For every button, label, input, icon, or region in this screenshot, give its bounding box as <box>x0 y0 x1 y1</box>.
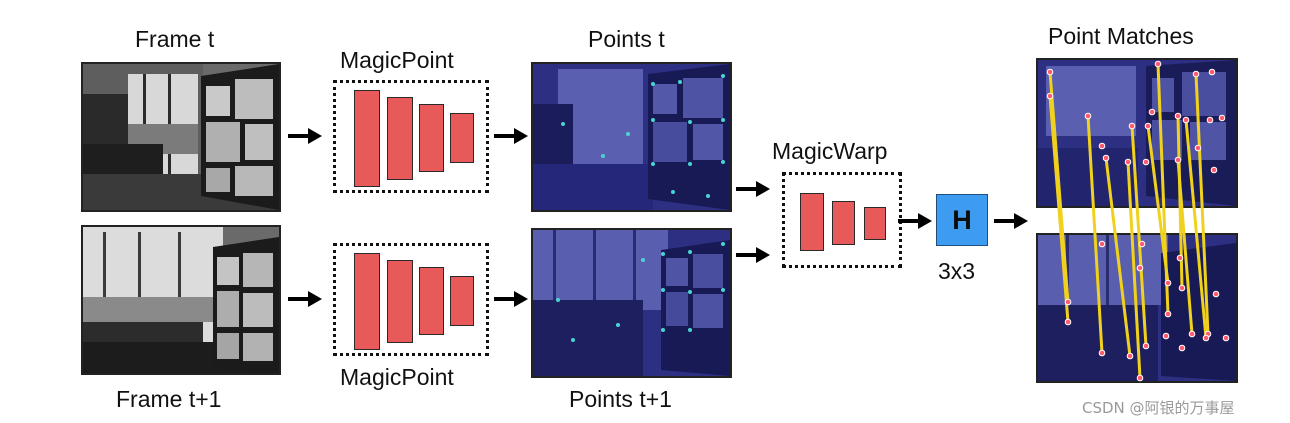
cnn-layer <box>800 193 824 251</box>
points-t1-heatmap <box>531 228 732 378</box>
frame-t-label: Frame t <box>135 26 215 52</box>
cnn-layer <box>419 104 444 172</box>
cnn-layer <box>864 207 886 240</box>
homography-size-label: 3x3 <box>938 258 976 284</box>
cnn-layer <box>354 253 380 350</box>
cnn-layer <box>419 267 444 335</box>
right-arrow-icon <box>494 291 528 307</box>
homography-symbol: H <box>952 204 972 235</box>
points-t-heatmap <box>531 62 732 212</box>
point-matches-label: Point Matches <box>1048 23 1194 49</box>
watermark: CSDN @阿银的万事屋 <box>1082 399 1235 417</box>
magicpoint-bottom-label: MagicPoint <box>340 364 454 390</box>
magicpoint-top-network <box>333 80 489 193</box>
point-matches-panel <box>1036 58 1238 384</box>
cnn-layer <box>354 90 380 187</box>
magicwarp-label: MagicWarp <box>772 138 888 164</box>
right-arrow-icon <box>736 247 770 263</box>
points-t-label: Points t <box>588 26 665 52</box>
right-arrow-icon <box>494 128 528 144</box>
cnn-layer <box>450 276 474 326</box>
cnn-layer <box>832 201 855 245</box>
cnn-layer <box>387 260 413 343</box>
cnn-layer <box>450 113 474 163</box>
magicwarp-network <box>782 172 902 268</box>
frame-t-image <box>81 62 281 212</box>
right-arrow-icon <box>288 291 322 307</box>
magicpoint-bottom-network <box>333 243 489 356</box>
frame-t1-label: Frame t+1 <box>116 386 222 412</box>
magicpoint-top-label: MagicPoint <box>340 47 454 73</box>
right-arrow-icon <box>898 213 932 229</box>
points-t1-label: Points t+1 <box>569 386 672 412</box>
homography-box: H <box>936 194 988 246</box>
right-arrow-icon <box>736 181 770 197</box>
frame-t1-image <box>81 225 281 375</box>
right-arrow-icon <box>288 128 322 144</box>
cnn-layer <box>387 97 413 180</box>
right-arrow-icon <box>994 213 1028 229</box>
